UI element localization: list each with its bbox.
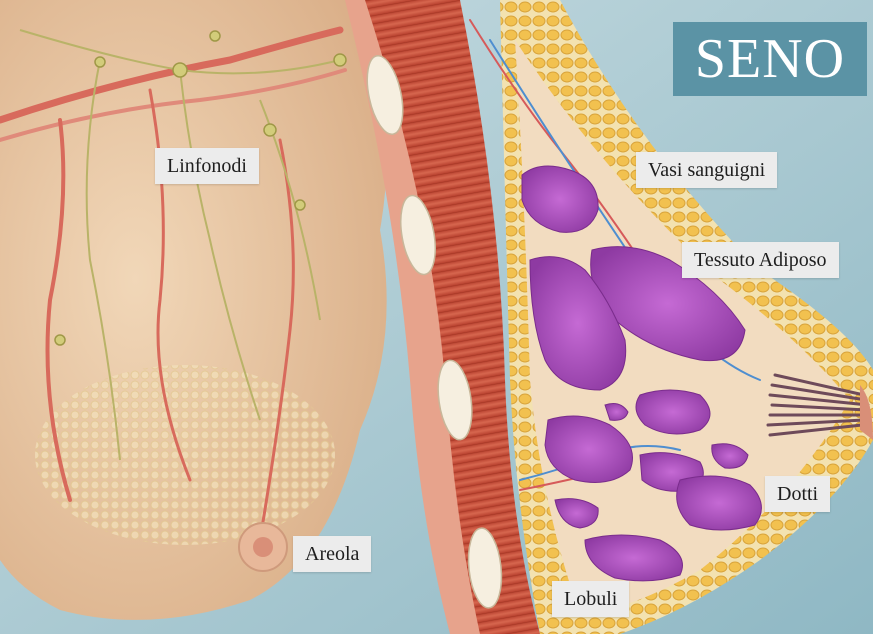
nipple-shape	[253, 537, 273, 557]
label-tessuto-adiposo: Tessuto Adiposo	[682, 242, 839, 278]
label-linfonodi: Linfonodi	[155, 148, 259, 184]
label-areola: Areola	[293, 536, 371, 572]
label-lobuli: Lobuli	[552, 581, 629, 617]
mammary-gland-texture	[35, 365, 335, 545]
diagram-title: SENO	[673, 22, 867, 96]
label-dotti: Dotti	[765, 476, 830, 512]
label-vasi-sanguigni: Vasi sanguigni	[636, 152, 777, 188]
